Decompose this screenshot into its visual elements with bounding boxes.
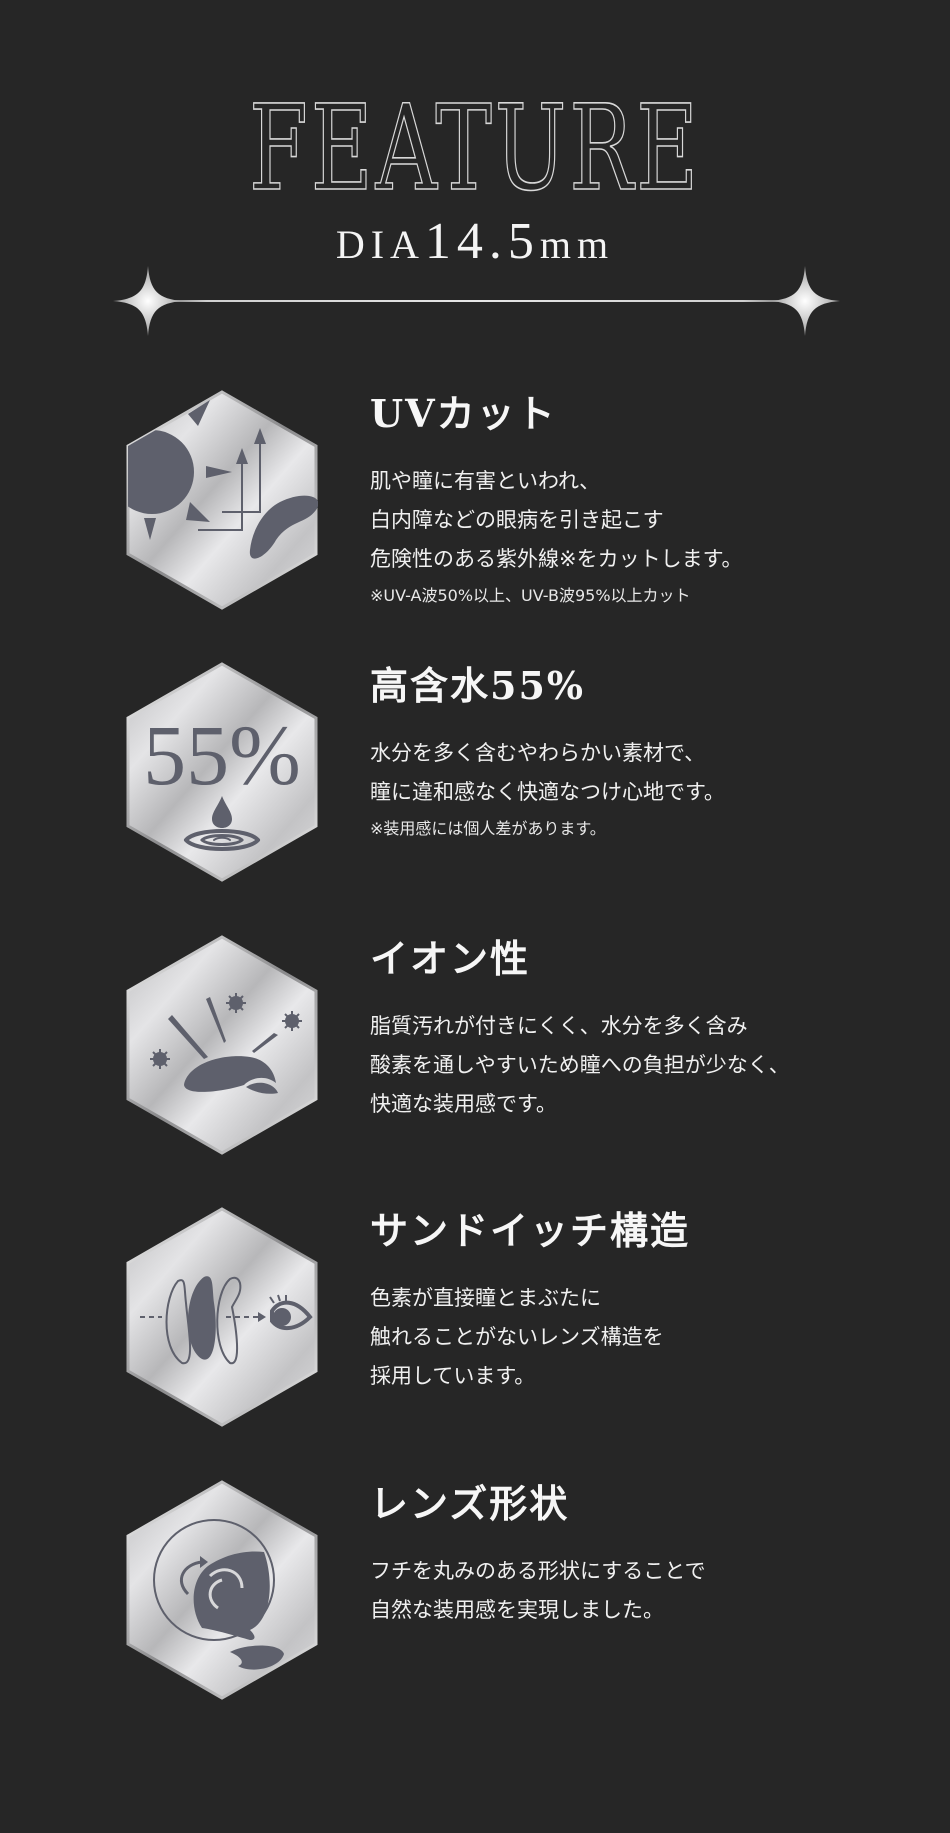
- feature-title: サンドイッチ構造: [370, 1208, 691, 1253]
- diameter-label: DIA: [335, 222, 425, 267]
- feature-description: 水分を多く含むやわらかい素材で、 瞳に違和感なく快適なつけ心地です。: [370, 734, 930, 812]
- feature-title: FEATURE: [248, 79, 702, 217]
- diameter-unit: mm: [539, 222, 615, 267]
- description-line: 酸素を通しやすいため瞳への負担が少なく、: [370, 1053, 790, 1077]
- description-line: 白内障などの眼病を引き起こす: [370, 508, 664, 532]
- description-line: 瞳に違和感なく快適なつけ心地です。: [370, 780, 725, 804]
- description-line: 肌や瞳に有害といわれ、: [370, 469, 601, 493]
- feature-high-water-content: 55% 高含水55% 水分を多く含むやわらかい素材で、 瞳に違和感なく快適なつけ…: [0, 662, 950, 892]
- feature-note: ※装用感には個人差があります。: [370, 819, 606, 838]
- lens-shape-icon: [126, 1480, 318, 1700]
- description-line: 採用しています。: [370, 1364, 536, 1388]
- description-line: 危険性のある紫外線※をカットします。: [370, 547, 743, 571]
- feature-description: 色素が直接瞳とまぶたに 触れることがないレンズ構造を 採用しています。: [370, 1279, 930, 1396]
- feature-ionic: イオン性 脂質汚れが付きにくく、水分を多く含み 酸素を通しやすいため瞳への負担が…: [0, 935, 950, 1165]
- description-line: 触れることがないレンズ構造を: [370, 1325, 664, 1349]
- feature-title: 高含水55%: [370, 663, 585, 708]
- description-line: 脂質汚れが付きにくく、水分を多く含み: [370, 1014, 748, 1038]
- ionic-lens-icon: [126, 935, 318, 1155]
- sparkle-icon: [113, 266, 183, 336]
- feature-title: UVカット: [370, 391, 557, 436]
- description-line: 快適な装用感です。: [370, 1092, 557, 1116]
- description-line: フチを丸みのある形状にすることで: [370, 1559, 706, 1583]
- feature-title: イオン性: [370, 936, 531, 981]
- header-divider: [140, 300, 810, 302]
- feature-text: 高含水55% 水分を多く含むやわらかい素材で、 瞳に違和感なく快適なつけ心地です…: [370, 662, 930, 844]
- description-line: 自然な装用感を実現しました。: [370, 1598, 664, 1622]
- feature-note: ※UV-A波50%以上、UV-B波95%以上カット: [370, 586, 691, 605]
- sandwich-lens-eye-icon: [126, 1207, 318, 1427]
- feature-text: サンドイッチ構造 色素が直接瞳とまぶたに 触れることがないレンズ構造を 採用して…: [370, 1207, 930, 1396]
- sparkle-icon: [770, 266, 840, 336]
- uv-sun-icon: [126, 390, 318, 610]
- feature-description: フチを丸みのある形状にすることで 自然な装用感を実現しました。: [370, 1552, 930, 1630]
- feature-lens-shape: レンズ形状 フチを丸みのある形状にすることで 自然な装用感を実現しました。: [0, 1480, 950, 1710]
- diameter-spec: DIA14.5mm: [0, 212, 950, 271]
- feature-description: 肌や瞳に有害といわれ、 白内障などの眼病を引き起こす 危険性のある紫外線※をカッ…: [370, 462, 930, 579]
- feature-uv-cut: UVカット 肌や瞳に有害といわれ、 白内障などの眼病を引き起こす 危険性のある紫…: [0, 390, 950, 620]
- feature-title: レンズ形状: [370, 1481, 570, 1526]
- feature-header: FEATURE DIA14.5mm: [0, 0, 950, 340]
- description-line: 水分を多く含むやわらかい素材で、: [370, 741, 706, 765]
- feature-description: 脂質汚れが付きにくく、水分を多く含み 酸素を通しやすいため瞳への負担が少なく、 …: [370, 1007, 930, 1124]
- feature-text: UVカット 肌や瞳に有害といわれ、 白内障などの眼病を引き起こす 危険性のある紫…: [370, 390, 930, 611]
- feature-text: イオン性 脂質汚れが付きにくく、水分を多く含み 酸素を通しやすいため瞳への負担が…: [370, 935, 930, 1124]
- description-line: 色素が直接瞳とまぶたに: [370, 1286, 601, 1310]
- feature-sandwich-structure: サンドイッチ構造 色素が直接瞳とまぶたに 触れることがないレンズ構造を 採用して…: [0, 1207, 950, 1437]
- feature-text: レンズ形状 フチを丸みのある形状にすることで 自然な装用感を実現しました。: [370, 1480, 930, 1630]
- icon-percent-text: 55%: [143, 707, 301, 803]
- water-drop-55-icon: 55%: [126, 662, 318, 882]
- diameter-value: 14.5: [424, 213, 540, 270]
